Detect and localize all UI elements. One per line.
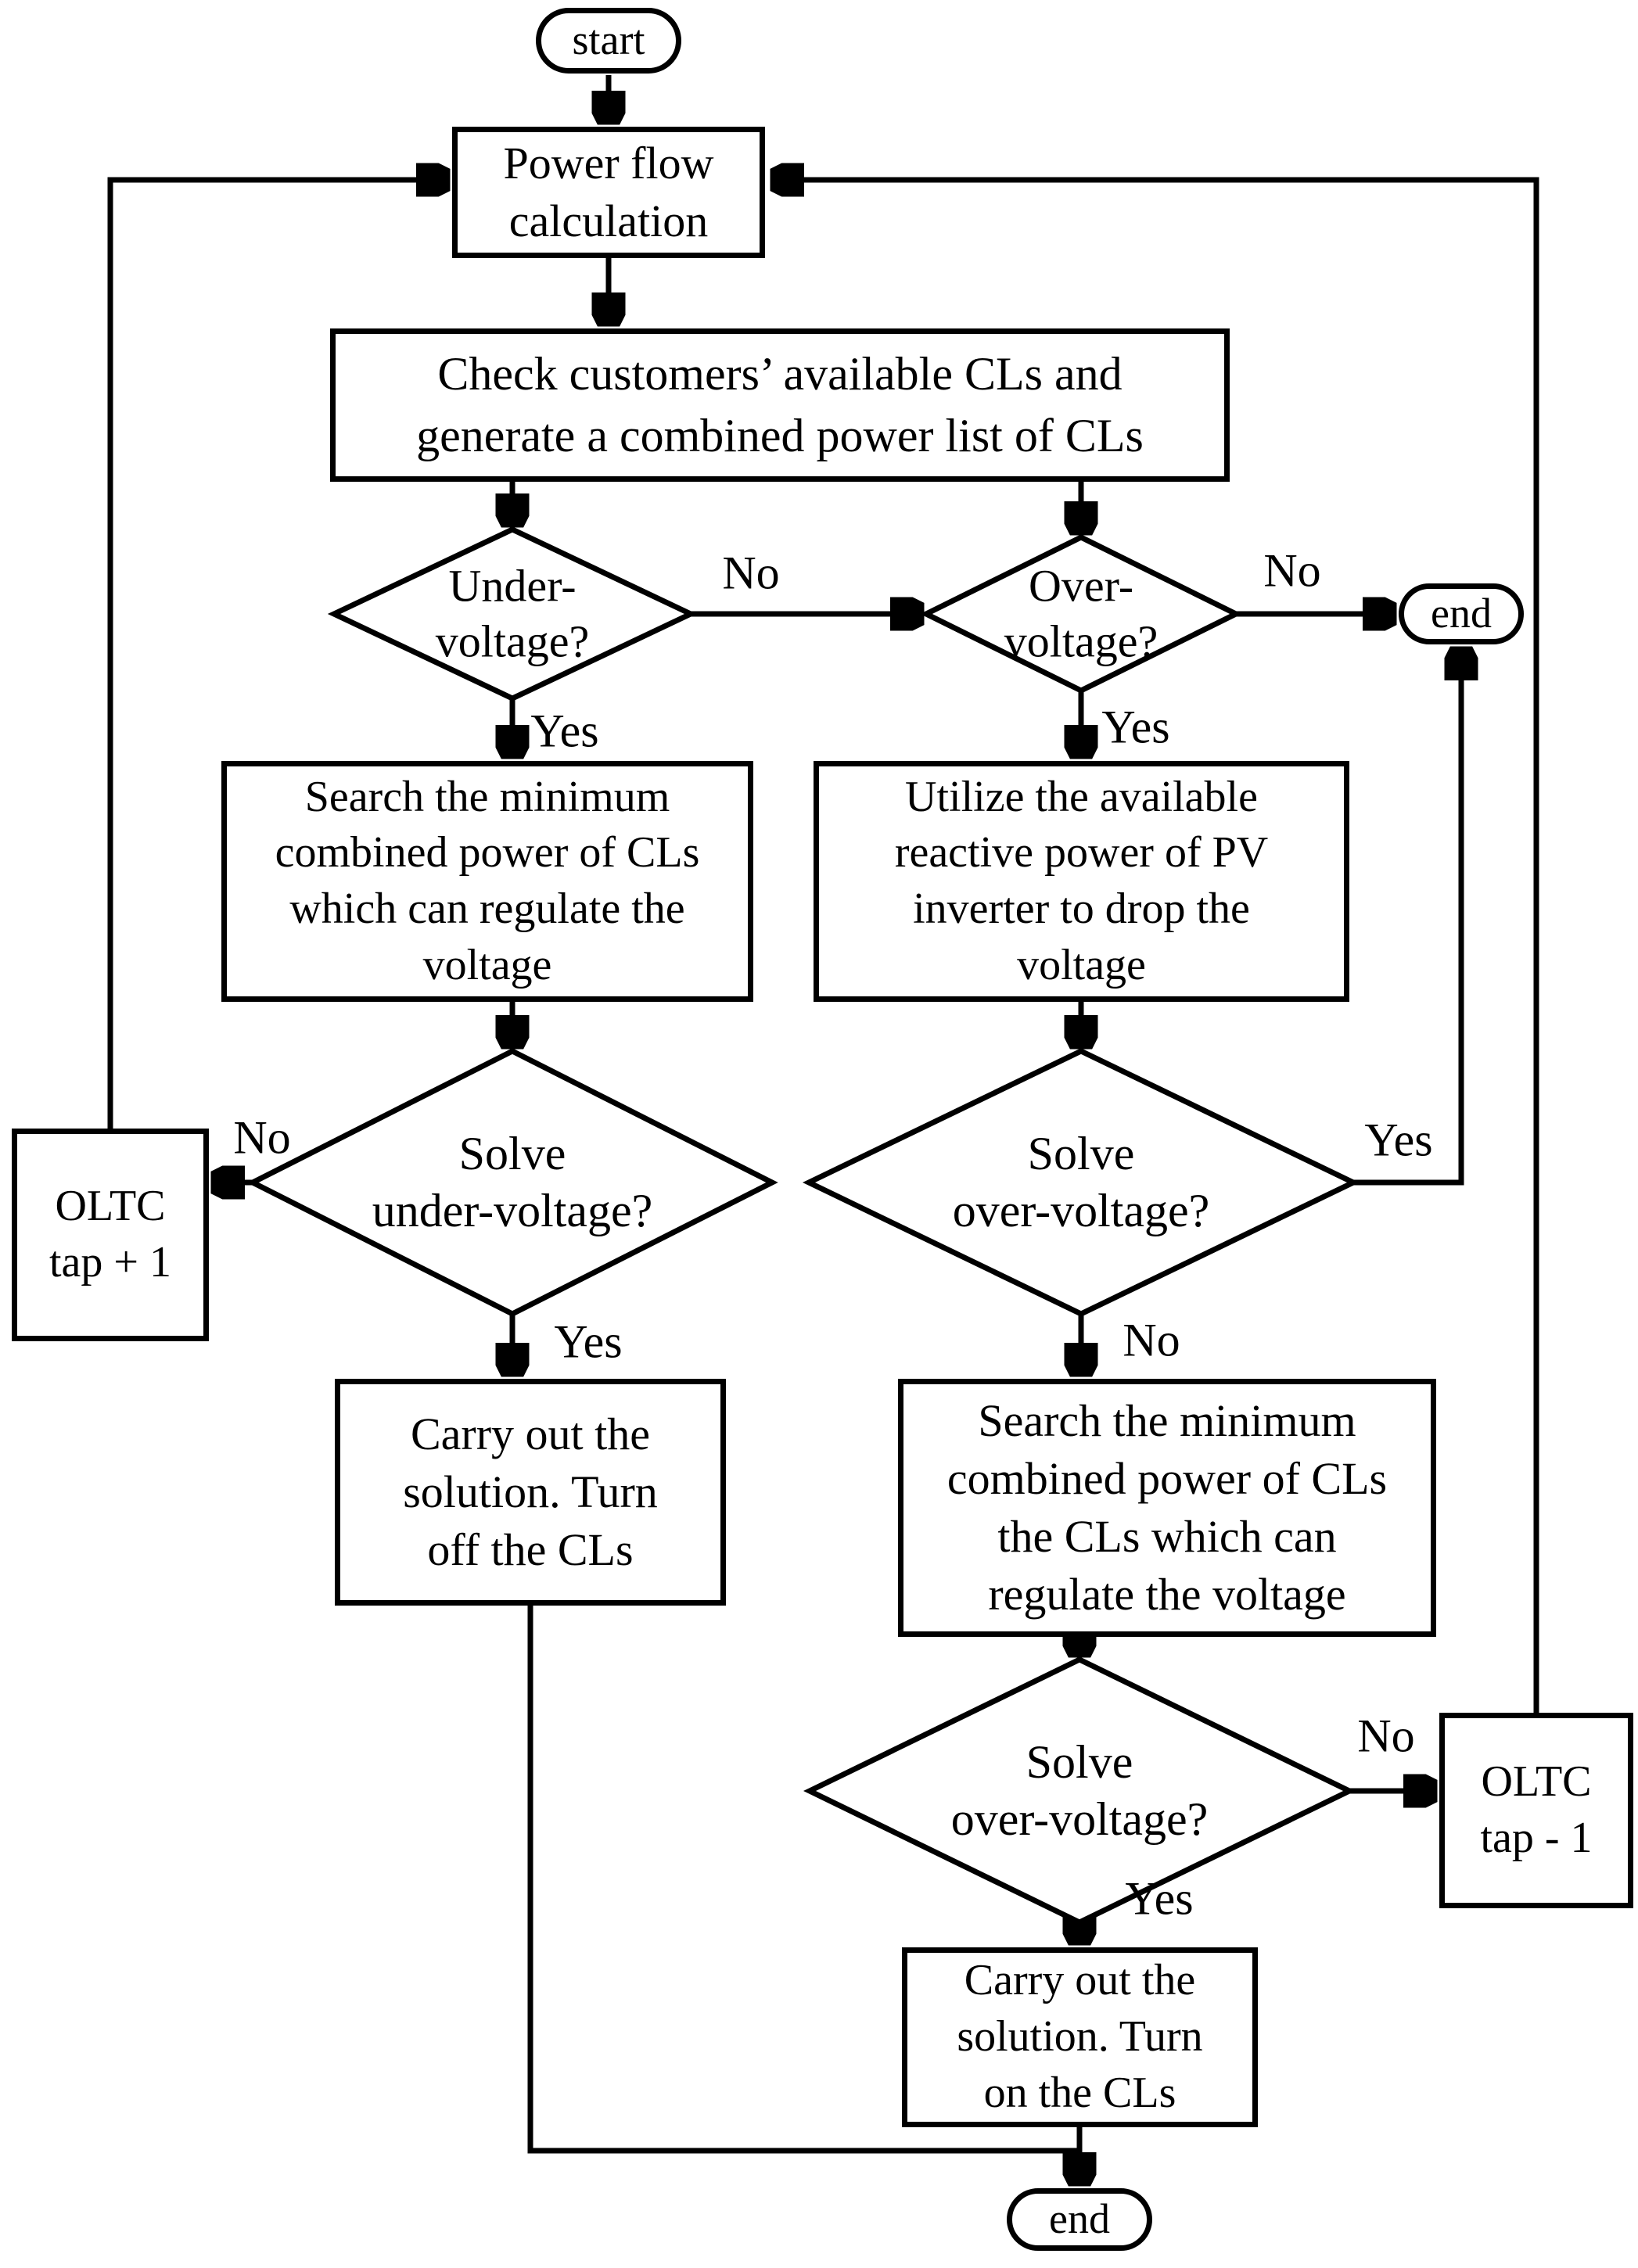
edge-label-solve-over2-yes: Yes	[1125, 1872, 1194, 1925]
edge-carryoff-merge	[527, 1606, 1079, 2154]
edge-label-solve-over1-yes: Yes	[1364, 1114, 1433, 1166]
solve-under-voltage-diamond-label: Solve under-voltage?	[372, 1127, 653, 1236]
over-voltage-diamond	[920, 534, 1242, 694]
edge-label-solve-over2-no: No	[1357, 1710, 1415, 1762]
solve-over-voltage-2-diamond-label: Solve over-voltage?	[950, 1735, 1209, 1845]
check-available-cls-box: Check customers’ available CLs and gener…	[330, 328, 1230, 482]
search-minimum-power-left-box: Search the minimum combined power of CLs…	[221, 761, 753, 1002]
edge-label-over-voltage-no: No	[1263, 544, 1321, 597]
oltc-tap-plus-box: OLTC tap + 1	[12, 1129, 209, 1341]
edge-oltcminus-return	[774, 180, 1539, 1713]
edge-label-solve-under-yes: Yes	[554, 1315, 623, 1368]
edge-solveover1-yes-to-end	[1353, 651, 1461, 1186]
solve-over-voltage-1-diamond-label: Solve over-voltage?	[952, 1127, 1210, 1236]
search-minimum-power-right-box: Search the minimum combined power of CLs…	[898, 1379, 1436, 1637]
oltc-tap-minus-box: OLTC tap - 1	[1439, 1713, 1633, 1908]
edge-label-solve-over1-no: No	[1123, 1314, 1180, 1366]
edge-label-under-voltage-no: No	[722, 547, 780, 599]
solve-over-voltage-1-diamond	[802, 1048, 1360, 1317]
start-terminal: start	[536, 8, 681, 74]
under-voltage-diamond	[327, 526, 698, 702]
end-terminal-bottom: end	[1007, 2188, 1152, 2251]
carry-out-turn-on-cls-box: Carry out the solution. Turn on the CLs	[902, 1947, 1258, 2127]
edge-label-over-voltage-yes: Yes	[1101, 701, 1170, 753]
utilize-pv-reactive-power-box: Utilize the available reactive power of …	[814, 761, 1349, 1002]
edge-oltcplus-return	[107, 180, 446, 1129]
power-flow-calculation-box: Power flow calculation	[452, 127, 765, 258]
end-terminal-top: end	[1399, 583, 1524, 644]
carry-out-turn-off-cls-box: Carry out the solution. Turn off the CLs	[335, 1379, 726, 1606]
solve-under-voltage-diamond	[246, 1048, 778, 1317]
solve-over-voltage-2-diamond	[803, 1656, 1356, 1925]
under-voltage-diamond-label: Under- voltage?	[435, 560, 590, 666]
over-voltage-diamond-label: Over- voltage?	[1004, 560, 1158, 666]
edge-label-under-voltage-yes: Yes	[530, 705, 599, 757]
edge-label-solve-under-no: No	[233, 1111, 291, 1164]
